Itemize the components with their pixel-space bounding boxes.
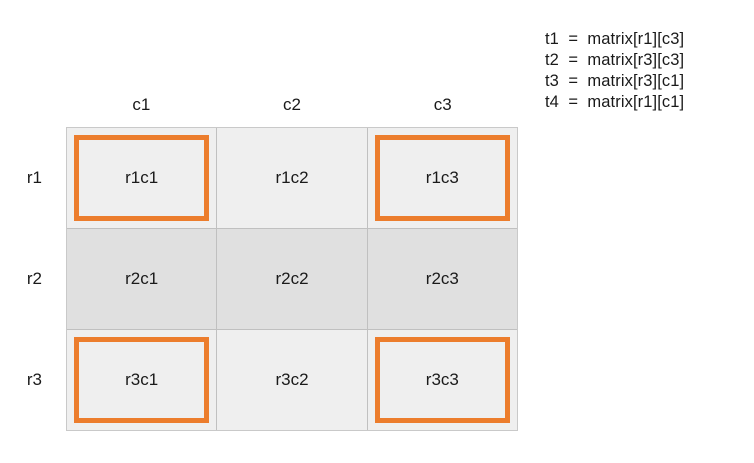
matrix-row: r3c1 r3c2 r3c3 bbox=[67, 329, 517, 430]
cell-label: r3c3 bbox=[425, 370, 459, 389]
matrix-cell-r3c1[interactable]: r3c1 bbox=[67, 330, 216, 430]
matrix-cell-r2c1[interactable]: r2c1 bbox=[67, 229, 216, 329]
row-label-r3: r3 bbox=[26, 370, 42, 390]
cell-label: r2c1 bbox=[125, 269, 159, 288]
formula-line: t1 = matrix[r1][c3] bbox=[545, 30, 685, 48]
cell-label: r2c2 bbox=[275, 269, 309, 288]
matrix-cell-r1c3[interactable]: r1c3 bbox=[366, 128, 517, 228]
matrix-row: r2c1 r2c2 r2c3 bbox=[67, 228, 517, 329]
cell-label: r3c2 bbox=[275, 370, 309, 389]
formula-line: t4 = matrix[r1][c1] bbox=[545, 93, 685, 111]
matrix-grid: r1c1 r1c2 r1c3 r2c1 r2c2 r2c3 r3c1 bbox=[66, 127, 518, 431]
cell-label: r3c1 bbox=[125, 370, 159, 389]
cell-label: r2c3 bbox=[425, 269, 459, 288]
row-label-column: r1 r2 r3 bbox=[0, 127, 60, 431]
row-label-r2: r2 bbox=[26, 268, 42, 288]
row-label-r1: r1 bbox=[26, 167, 42, 187]
cell-label: r1c3 bbox=[425, 168, 459, 187]
column-header-row: c1 c2 c3 bbox=[66, 82, 518, 127]
column-header-c1: c1 bbox=[132, 94, 151, 114]
column-header-c2: c2 bbox=[283, 94, 301, 114]
matrix-cell-r2c3[interactable]: r2c3 bbox=[366, 229, 517, 329]
matrix-row: r1c1 r1c2 r1c3 bbox=[67, 128, 517, 228]
matrix-cell-r1c2[interactable]: r1c2 bbox=[216, 128, 366, 228]
formula-line: t2 = matrix[r3][c3] bbox=[545, 51, 685, 69]
matrix-cell-r2c2[interactable]: r2c2 bbox=[216, 229, 366, 329]
cell-label: r1c1 bbox=[125, 168, 159, 187]
formula-line: t3 = matrix[r3][c1] bbox=[545, 72, 685, 90]
matrix-cell-r3c3[interactable]: r3c3 bbox=[366, 330, 517, 430]
column-header-c3: c3 bbox=[433, 94, 452, 114]
matrix-cell-r3c2[interactable]: r3c2 bbox=[216, 330, 366, 430]
matrix-cell-r1c1[interactable]: r1c1 bbox=[67, 128, 216, 228]
formula-list: t1 = matrix[r1][c3] t2 = matrix[r3][c3] … bbox=[545, 29, 684, 113]
cell-label: r1c2 bbox=[275, 168, 309, 187]
